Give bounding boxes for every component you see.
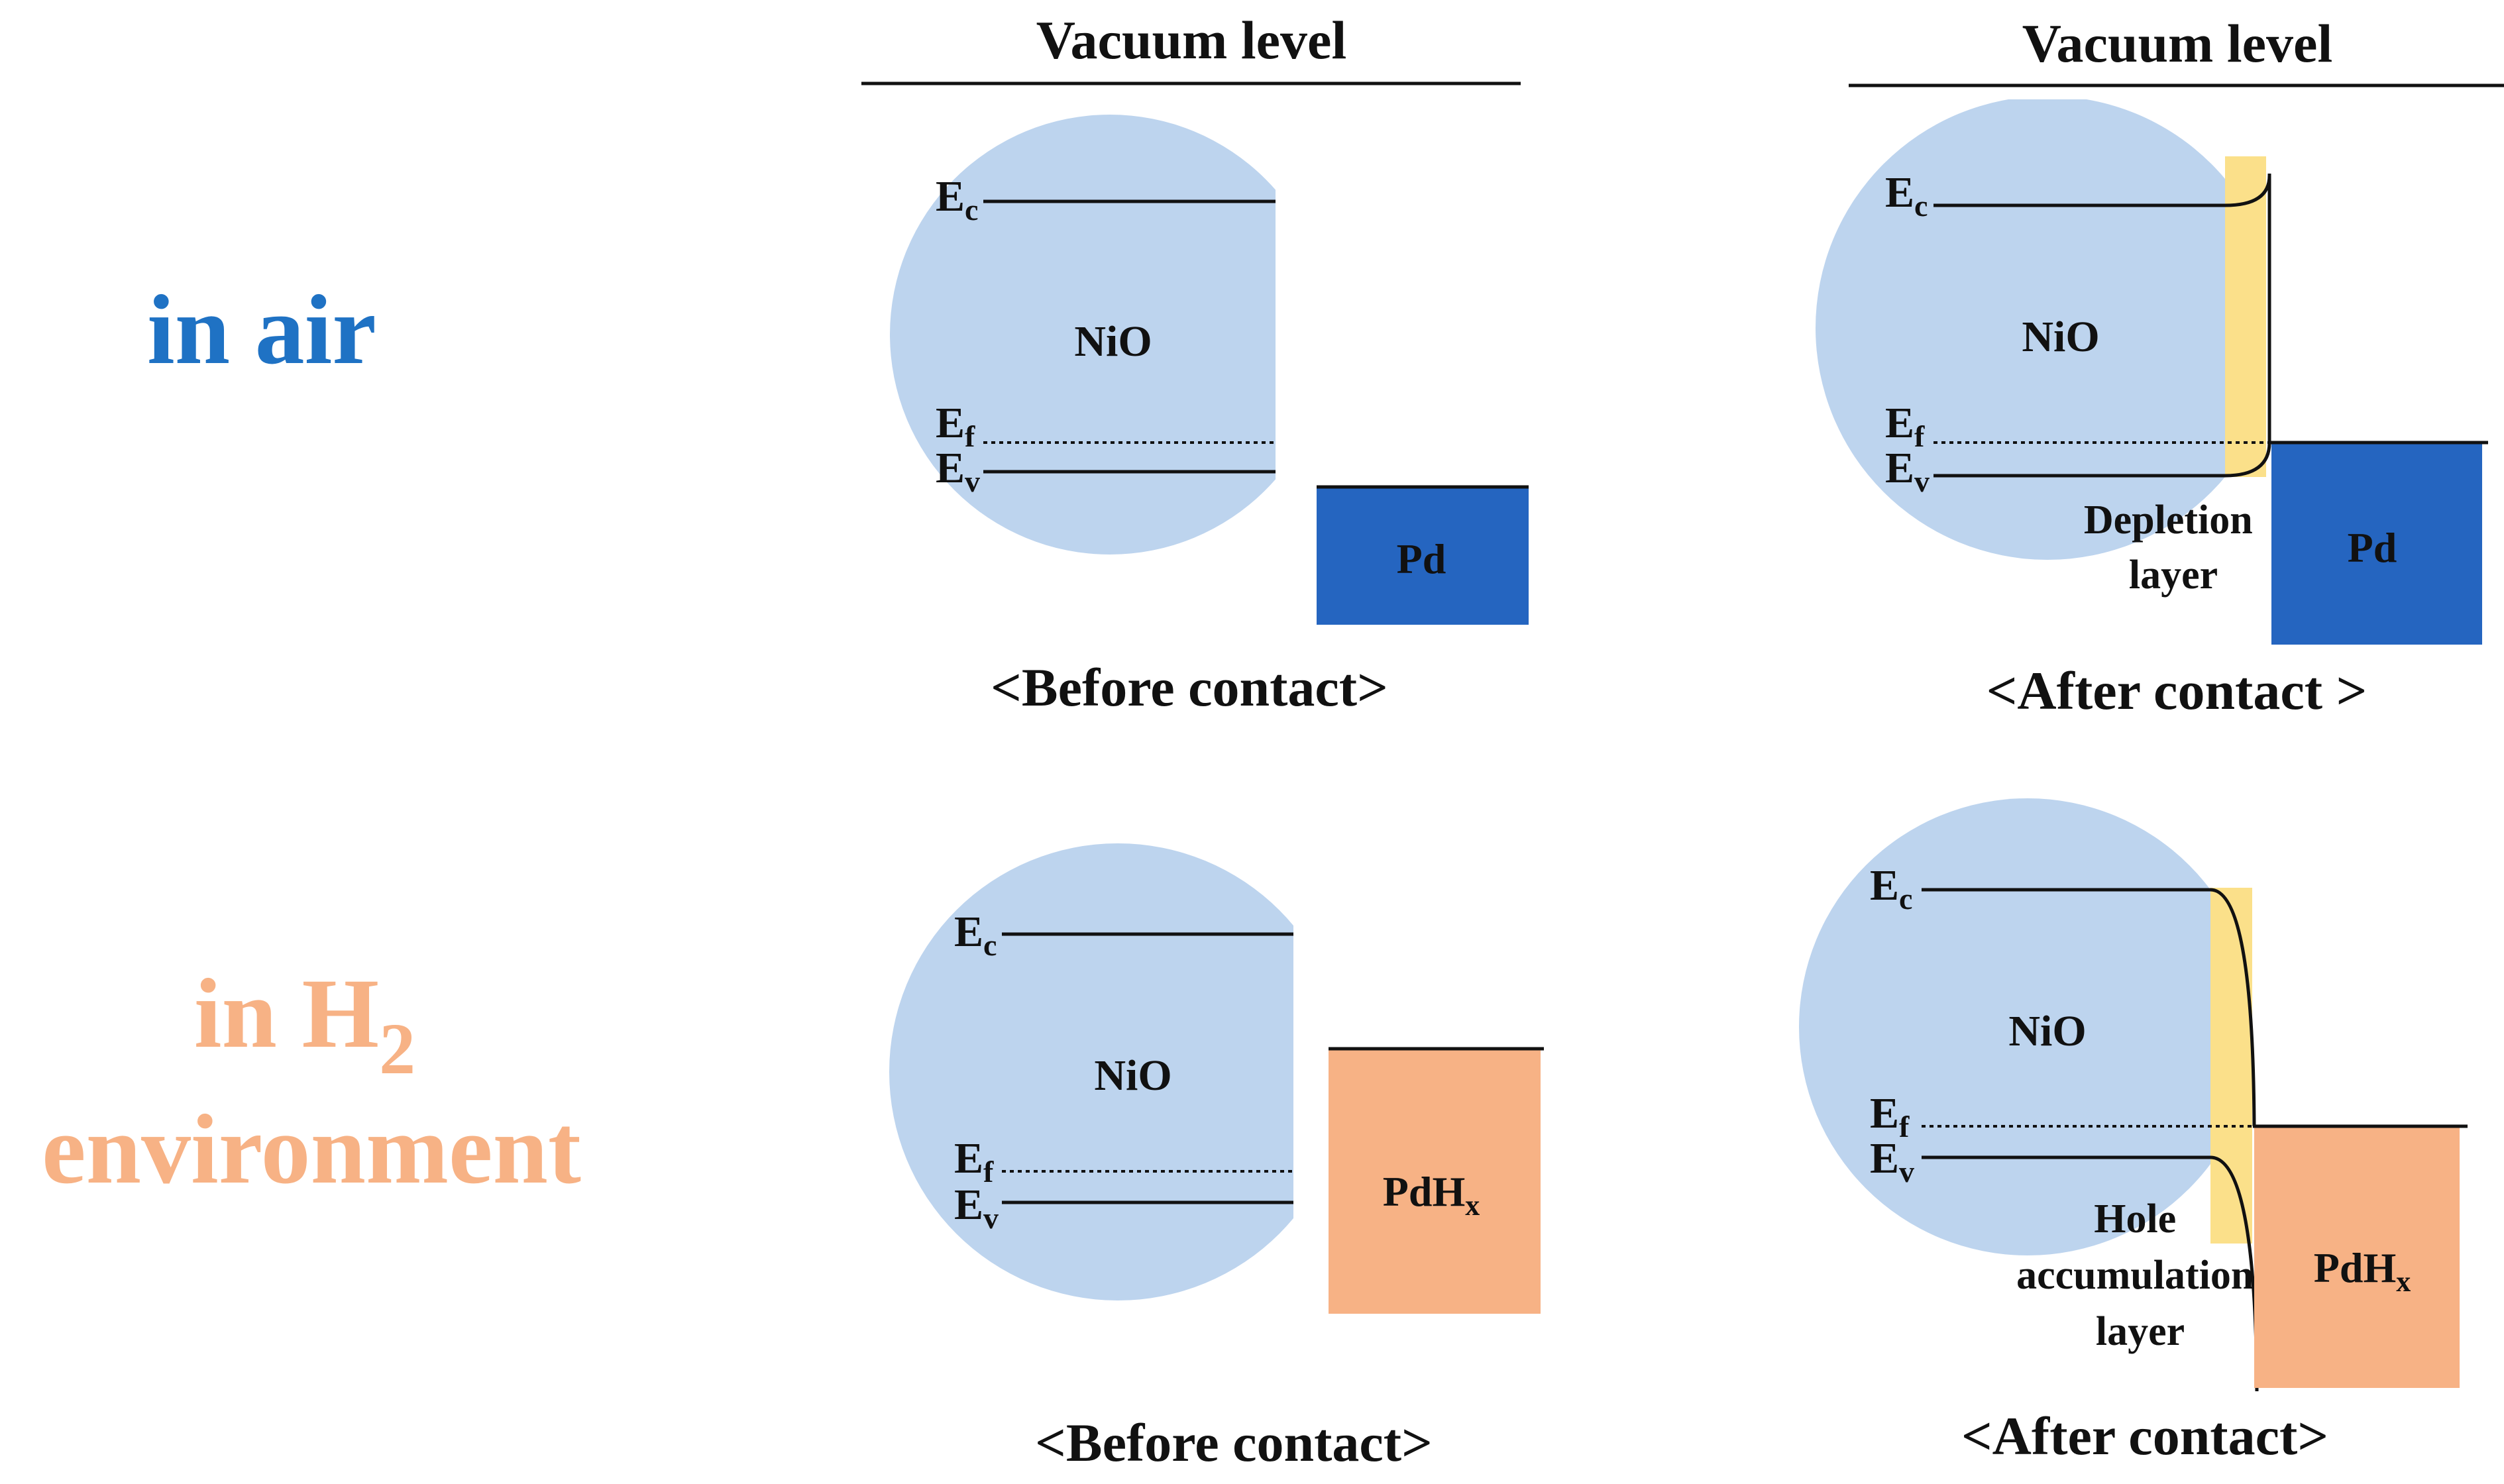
panel-air-after-contact: Ec Ef Ev NiO Pd Depletion layer <After c… [1816,99,2488,721]
caption-before-contact: <Before contact> [1035,1412,1433,1473]
ev-label-sub: v [1899,1155,1914,1189]
depletion-layer-label: Depletion layer [2084,498,2263,598]
ev-label: Ev [1870,1134,1914,1189]
ef-label: Ef [1885,399,1925,453]
nio-semiconductor-circle [890,115,1276,555]
ec-label: Ec [1885,168,1928,223]
pd-label: Pd [1397,535,1446,582]
panel-air-before-contact: Ec Ef Ev NiO Pd <Before contact> [890,115,1529,717]
caption-after-contact: <After contact> [1961,1406,2328,1466]
ec-label-sub: c [1899,882,1912,916]
ec-label: Ec [1870,861,1912,916]
hole-accumulation-label-line3: layer [2096,1309,2185,1354]
ec-label-sub: c [1914,189,1928,223]
pd-metal-block [1317,487,1529,625]
ec-label-sub: c [983,928,997,962]
panel-h2-before-contact: Ec Ef Ev NiO PdHx <Before contact> [889,843,1544,1473]
ef-label-sub: f [965,419,975,453]
ec-label-main: E [954,908,983,956]
pdhx-label-sub: x [2396,1265,2411,1298]
ev-label-main: E [1870,1134,1899,1183]
pdhx-label-sub: x [1465,1189,1480,1222]
ef-label-main: E [936,399,965,447]
ev-label-sub: v [965,464,980,498]
ef-label-main: E [1870,1089,1899,1138]
row-label-h2: in H2 [194,959,415,1089]
ef-label-sub: f [1914,419,1925,453]
vacuum-level-label-right: Vacuum level [2022,13,2332,74]
caption-before-contact: <Before contact> [991,657,1388,717]
caption-after-contact: <After contact > [1987,661,2368,721]
panel-h2-after-contact: Ec Ef Ev NiO PdHx Hole accumulation laye… [1799,798,2468,1466]
nio-label: NiO [1074,317,1152,366]
pdhx-metal-block [1329,1049,1541,1314]
pd-label: Pd [2348,524,2397,571]
hole-accumulation-layer-band [2210,888,2252,1244]
row-label-h2-environment: environment [42,1094,581,1204]
ev-label-main: E [954,1181,983,1229]
row-label-h2-subscript: 2 [379,1008,415,1089]
valence-band-curve [1933,442,2271,478]
ef-label-sub: f [1899,1110,1910,1143]
nio-label: NiO [1094,1051,1171,1100]
ef-label: Ef [1870,1089,1910,1143]
ev-label: Ev [1885,444,1930,498]
pdhx-label-main: PdH [1383,1168,1465,1215]
conduction-band-curve [1922,888,2256,1127]
ev-label-sub: v [1914,464,1930,498]
pdhx-label: PdHx [1383,1168,1480,1222]
hole-accumulation-label-line1: Hole [2094,1196,2176,1242]
ec-label-main: E [1870,861,1899,910]
depletion-layer-label-line2: layer [2129,553,2218,598]
hole-accumulation-layer-label: Hole accumulation layer [2016,1196,2264,1354]
nio-label: NiO [2022,313,2099,361]
ef-label-main: E [954,1134,983,1183]
nio-semiconductor-circle [889,843,1293,1300]
depletion-layer-label-line1: Depletion [2084,498,2253,543]
pdhx-label-main: PdH [2314,1244,2396,1291]
pdhx-metal-block [2254,1126,2460,1388]
ec-label-main: E [1885,168,1914,217]
depletion-layer-band [2225,156,2266,477]
nio-semiconductor-circle [1816,99,2228,560]
ef-label-main: E [1885,399,1914,447]
ec-label: Ec [936,172,978,227]
hole-accumulation-label-line2: accumulation [2016,1253,2254,1298]
ev-label-main: E [936,444,965,492]
pd-metal-block [2271,443,2482,645]
ec-label-main: E [936,172,965,221]
ef-label: Ef [936,399,975,453]
ef-label: Ef [954,1134,994,1189]
ef-label-sub: f [983,1155,994,1189]
ev-label-sub: v [983,1201,999,1235]
ev-label: Ev [936,444,980,498]
pdhx-label: PdHx [2314,1244,2411,1298]
ev-label: Ev [954,1181,999,1235]
ec-label-sub: c [965,193,978,227]
nio-label: NiO [2008,1007,2086,1055]
ec-label: Ec [954,908,997,962]
nio-semiconductor-circle [1799,798,2210,1255]
ev-label-main: E [1885,444,1914,492]
row-label-air: in air [147,275,376,385]
vacuum-level-label-left: Vacuum level [1036,10,1346,70]
row-label-h2-prefix: in H [194,959,379,1069]
